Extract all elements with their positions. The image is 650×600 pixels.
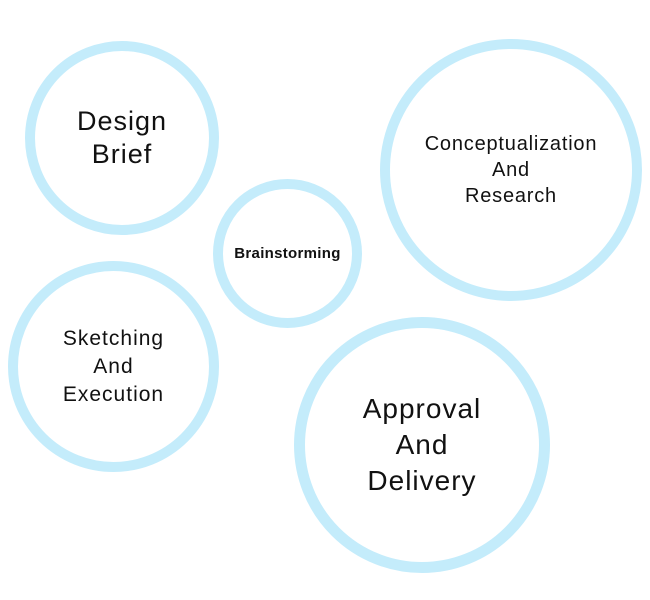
brainstorming-label: Brainstorming (234, 245, 341, 262)
brainstorming-circle: Brainstorming (213, 179, 362, 328)
approval-circle: Approval And Delivery (294, 317, 550, 573)
conceptualization-circle: Conceptualization And Research (380, 39, 642, 301)
sketching-label: Sketching And Execution (62, 326, 165, 406)
design-brief-circle: Design Brief (25, 41, 219, 235)
approval-label: Approval And Delivery (362, 393, 482, 496)
design-brief-label: Design Brief (76, 106, 168, 169)
conceptualization-label: Conceptualization And Research (424, 133, 598, 207)
sketching-circle: Sketching And Execution (8, 261, 219, 472)
